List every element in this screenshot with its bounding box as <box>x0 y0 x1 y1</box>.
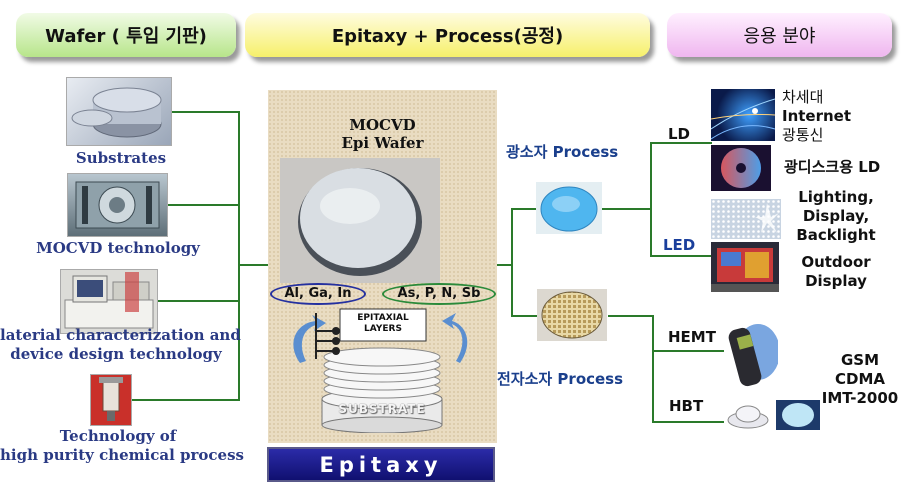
epitaxy-banner: Epitaxy <box>267 447 495 482</box>
epitaxial-layers-line2: LAYERS <box>364 324 402 334</box>
mobile-line2: CDMA <box>835 370 885 388</box>
label-mocvd-technology: MOCVD technology <box>36 239 200 257</box>
connector-chemical <box>132 399 239 401</box>
mobile-line1: GSM <box>840 351 880 369</box>
electronic-process-label: 전자소자 Process <box>497 370 624 388</box>
internet-line3: 광통신 <box>782 126 824 144</box>
mobile-line3: IMT-2000 <box>821 389 899 407</box>
lighting-line1: Lighting, <box>798 188 874 206</box>
outdoor-line2: Display <box>805 272 867 290</box>
chemical-image <box>90 374 132 426</box>
label-characterization-line2: device design technology <box>10 345 222 363</box>
connector-electronic-out <box>608 315 654 317</box>
label-chemical-line1: Technology of <box>59 427 177 445</box>
epi-wafer-title: MOCVD Epi Wafer <box>268 116 497 152</box>
epi-wafer-title-line1: MOCVD <box>349 116 416 134</box>
group3-elements: Al, Ga, In <box>270 283 366 305</box>
connector-optical-out <box>602 208 652 210</box>
internet-line1: 차세대 <box>782 88 824 106</box>
header-applications: 응용 분야 <box>667 13 892 57</box>
connector-hbt <box>652 421 724 423</box>
outdoor-display-application: Outdoor Display <box>796 253 876 291</box>
layers-diagram <box>282 303 482 434</box>
led-label: LED <box>663 236 696 254</box>
mobile-application: GSM CDMA IMT-2000 <box>810 351 910 408</box>
substrates-image <box>66 77 172 146</box>
label-substrates: Substrates <box>75 149 167 167</box>
characterization-image <box>60 269 158 334</box>
mobile-phone-image <box>724 322 780 390</box>
connector-ld <box>650 142 712 144</box>
led-wafer-image <box>536 182 602 234</box>
fiber-optic-image <box>710 89 776 141</box>
connector-electronic-trunk <box>652 315 654 423</box>
connector-mocvd <box>168 204 239 206</box>
ld-label: LD <box>668 125 691 143</box>
internet-application: 차세대 Internet 광통신 <box>782 88 851 145</box>
optical-disc-image <box>711 145 771 191</box>
connector-hemt <box>652 350 724 352</box>
outdoor-display-image <box>711 242 779 292</box>
group5-elements: As, P, N, Sb <box>382 283 496 305</box>
connector-substrates <box>172 111 239 113</box>
connector-led <box>650 255 712 257</box>
mocvd-image <box>67 173 168 237</box>
label-chemical: Technology of high purity chemical proce… <box>0 427 244 465</box>
epi-wafer-image <box>280 158 440 283</box>
epitaxial-layers-label: EPITAXIAL LAYERS <box>340 313 426 335</box>
label-characterization: laterial characterization and device des… <box>0 326 241 364</box>
hbt-label: HBT <box>669 397 704 415</box>
electronic-wafer-image <box>537 289 607 341</box>
optical-process-label: 광소자 Process <box>506 143 619 161</box>
epitaxial-layers-line1: EPITAXIAL <box>357 313 409 323</box>
optical-disc-application: 광디스크용 LD <box>784 158 881 176</box>
substrate-label: SUBSTRATE <box>338 402 426 416</box>
outdoor-line1: Outdoor <box>801 253 871 271</box>
lighting-line3: Backlight <box>796 226 876 244</box>
internet-line2: Internet <box>782 107 852 125</box>
connector-process-trunk <box>511 208 513 316</box>
led-panel-image <box>711 199 781 239</box>
lighting-line2: Display, <box>802 207 870 225</box>
epi-wafer-title-line2: Epi Wafer <box>341 134 424 152</box>
lighting-application: Lighting, Display, Backlight <box>786 188 886 245</box>
header-wafer: Wafer ( 투입 기판) <box>16 13 236 57</box>
connector-optical <box>511 208 537 210</box>
connector-optical-trunk <box>650 142 652 256</box>
hemt-label: HEMT <box>668 328 716 346</box>
label-chemical-line2: high purity chemical process <box>0 446 244 464</box>
connector-characterization <box>158 300 239 302</box>
connector-electronic <box>511 315 537 317</box>
header-epitaxy-process: Epitaxy + Process(공정) <box>245 13 650 57</box>
connector-left-trunk <box>238 111 240 401</box>
label-characterization-line1: laterial characterization and <box>0 326 241 344</box>
gps-device-image <box>726 398 822 432</box>
